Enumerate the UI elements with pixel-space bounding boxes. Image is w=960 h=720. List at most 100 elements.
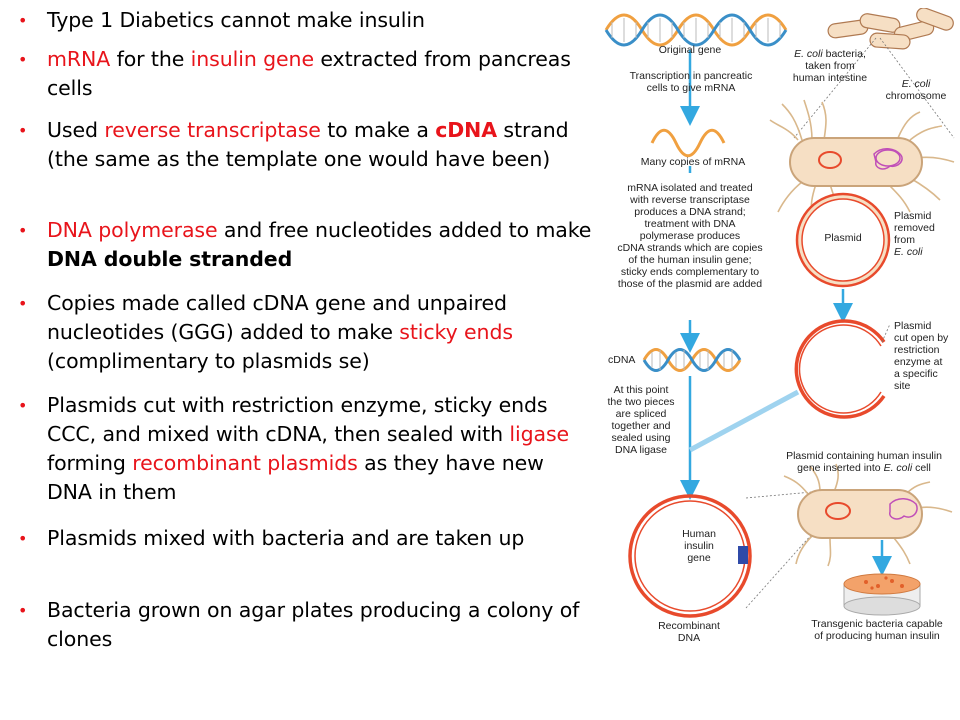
recombinant-insulin-diagram: Original gene Transcription in pancreati… <box>598 8 960 660</box>
label-line: sealed using <box>611 432 671 444</box>
bullet-text: Type 1 Diabetics cannot make insulin <box>47 6 595 35</box>
bullet-text: mRNA for the insulin gene extracted from… <box>47 45 595 103</box>
bullet-text-segment: recombinant plasmids <box>132 451 358 475</box>
label-line: DNA ligase <box>615 444 667 456</box>
bullet-text-segment: ligase <box>509 422 570 446</box>
label-line: Transgenic bacteria capable <box>811 618 943 630</box>
bullet-text: Plasmids cut with restriction enzyme, st… <box>47 391 595 507</box>
label-line: from <box>894 234 915 246</box>
label-line: with reverse transcriptase <box>630 194 750 206</box>
bullet-text-segment: Bacteria grown on agar plates producing … <box>47 598 580 651</box>
label-line: Plasmid containing human insulin <box>786 450 942 462</box>
label-cdna: cDNA <box>608 354 636 366</box>
petri-dish <box>843 573 921 616</box>
bullet-text-segment: and free nucleotides added to make <box>217 218 592 242</box>
label-line: cells to give mRNA <box>646 82 736 94</box>
bullet-text-segment: forming <box>47 451 133 475</box>
label-line: human intestine <box>792 72 868 84</box>
label-line: E. coli <box>894 246 923 258</box>
bullet-list: • Type 1 Diabetics cannot make insulin •… <box>18 6 595 654</box>
label-line: polymerase produces <box>639 230 741 242</box>
bullet-text: Plasmids mixed with bacteria and are tak… <box>47 524 595 553</box>
label-line: together and <box>611 420 671 432</box>
bullet-text: Used reverse transcriptase to make a cDN… <box>47 116 595 174</box>
label-line: Transcription in pancreatic <box>629 70 753 82</box>
label-line: the two pieces <box>607 396 675 408</box>
label-line: At this point <box>613 384 669 396</box>
bullet-text-segment: Plasmids mixed with bacteria and are tak… <box>47 526 525 550</box>
label-line: a specific <box>894 368 938 380</box>
bullet-marker: • <box>18 529 28 548</box>
label-line: those of the plasmid are added <box>617 278 763 290</box>
diagram-graphics <box>604 8 955 618</box>
label-line: restriction <box>894 344 940 356</box>
cdna-helix <box>642 348 742 372</box>
bullet-marker: • <box>18 294 28 313</box>
label-line: gene inserted into E. coli cell <box>797 462 931 474</box>
label-line: E. coli <box>901 78 931 90</box>
bullet-text-segment: sticky ends <box>399 320 513 344</box>
bullet-text: Copies made called cDNA gene and unpaire… <box>47 289 595 376</box>
label-line: DNA <box>677 632 701 644</box>
bullet-text-segment: cDNA <box>435 118 498 142</box>
label-line: Plasmid <box>894 320 932 332</box>
label-original-gene: Original gene <box>658 44 722 56</box>
bullet-text: Bacteria grown on agar plates producing … <box>47 596 595 654</box>
bullet-marker: • <box>18 121 28 140</box>
label-line: of the human insulin gene; <box>628 254 752 266</box>
label-line: insulin <box>684 540 714 552</box>
label-line: sticky ends complementary to <box>620 266 760 278</box>
label-line: E. coli bacteria, <box>794 48 866 60</box>
bullet-text-segment: Type 1 Diabetics cannot make insulin <box>47 8 425 32</box>
bacteria-cluster <box>827 8 954 50</box>
label-line: are spliced <box>615 408 667 420</box>
bullet-marker: • <box>18 50 28 69</box>
bullet-text-segment: strand (the same as the template one wou… <box>47 118 569 171</box>
label-line: produces a DNA strand; <box>634 206 746 218</box>
label-line: enzyme at <box>894 356 943 368</box>
bullet-text-segment: Copies made called cDNA gene and unpaire… <box>47 291 507 344</box>
label-line: cDNA strands which are copies <box>617 242 763 254</box>
bullet-text-segment: to make a <box>320 118 436 142</box>
label-line: treatment with DNA <box>644 218 736 230</box>
label-line: gene <box>687 552 711 564</box>
original-gene-helix <box>604 13 788 47</box>
bullet-marker: • <box>18 221 28 240</box>
bullet-text-segment: Plasmids cut with restriction enzyme, st… <box>47 393 548 446</box>
label-line: site <box>894 380 911 392</box>
bullet-text-segment: for the <box>110 47 191 71</box>
label-line: Plasmid <box>894 210 932 222</box>
transformed-ecoli-cell <box>783 463 953 567</box>
insulin-gene-segment <box>738 546 748 564</box>
label-plasmid: Plasmid <box>824 232 862 244</box>
bullet-text-segment: insulin gene <box>190 47 314 71</box>
bullet-text-segment: mRNA <box>47 47 111 71</box>
bullet-text-segment: (complimentary to plasmids se) <box>47 349 370 373</box>
bullet-marker: • <box>18 601 28 620</box>
label-line: mRNA isolated and treated <box>627 182 753 194</box>
ecoli-cell <box>769 99 955 219</box>
mrna-strand <box>650 128 726 158</box>
bullet-text: DNA polymerase and free nucleotides adde… <box>47 216 595 274</box>
bullet-text-segment: reverse transcriptase <box>104 118 321 142</box>
splice-connector <box>688 389 800 453</box>
bullet-text-segment: as they have new DNA in them <box>47 451 544 504</box>
bullet-marker: • <box>18 11 28 30</box>
label-line: Recombinant <box>658 620 720 632</box>
label-line: removed <box>894 222 935 234</box>
bullet-text-segment: Used <box>47 118 105 142</box>
bullet-text-segment: extracted from pancreas cells <box>47 47 571 100</box>
label-line: chromosome <box>885 90 947 102</box>
bullet-text-segment: DNA polymerase <box>47 218 218 242</box>
